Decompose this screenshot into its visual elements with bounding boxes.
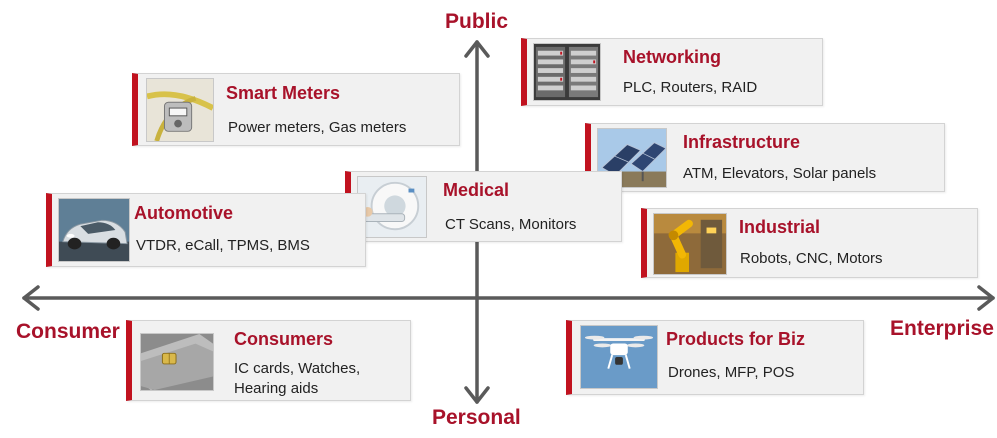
axis-label-consumer: Consumer — [16, 320, 120, 343]
server-rack-image — [533, 43, 601, 101]
card-industrial: Industrial Robots, CNC, Motors — [641, 208, 978, 278]
card-desc-line-2: Hearing aids — [234, 380, 319, 397]
card-medical: Medical CT Scans, Monitors — [345, 171, 622, 242]
card-title: Medical — [443, 180, 510, 200]
card-desc: CT Scans, Monitors — [445, 216, 577, 233]
axis-label-public: Public — [445, 10, 509, 33]
arrow-right-icon — [977, 285, 995, 311]
card-desc-line-1: IC cards, Watches, — [234, 360, 361, 377]
card-title: Automotive — [134, 203, 233, 223]
axis-label-personal: Personal — [432, 406, 521, 429]
card-title: Industrial — [739, 217, 821, 237]
card-desc: ATM, Elevators, Solar panels — [683, 165, 877, 182]
card-desc: PLC, Routers, RAID — [623, 79, 758, 96]
card-consumers: Consumers IC cards, Watches, Hearing aid… — [126, 320, 411, 401]
card-title: Consumers — [234, 329, 334, 349]
card-automotive: Automotive VTDR, eCall, TPMS, BMS — [46, 193, 366, 267]
card-title: Smart Meters — [226, 83, 341, 103]
robot-arm-image — [653, 213, 727, 275]
gas-meter-image — [146, 78, 214, 142]
card-title: Products for Biz — [666, 329, 806, 349]
ct-scanner-image — [357, 176, 427, 238]
arrow-up-icon — [464, 40, 490, 58]
card-products-for-biz: Products for Biz Drones, MFP, POS — [566, 320, 864, 395]
card-networking: Networking PLC, Routers, RAID — [521, 38, 823, 106]
card-desc: Robots, CNC, Motors — [740, 250, 883, 267]
drone-image — [580, 325, 658, 389]
arrow-down-icon — [464, 386, 490, 404]
card-infrastructure: Infrastructure ATM, Elevators, Solar pan… — [585, 123, 945, 192]
arrow-left-icon — [22, 285, 40, 311]
car-image — [58, 198, 130, 262]
card-desc: VTDR, eCall, TPMS, BMS — [136, 237, 310, 254]
card-title: Infrastructure — [683, 132, 801, 152]
axis-label-enterprise: Enterprise — [890, 317, 994, 340]
card-smart-meters: Smart Meters Power meters, Gas meters — [132, 73, 460, 146]
card-desc: Power meters, Gas meters — [228, 119, 407, 136]
ic-card-image — [140, 333, 214, 391]
card-title: Networking — [623, 47, 722, 67]
card-desc: Drones, MFP, POS — [668, 364, 795, 381]
